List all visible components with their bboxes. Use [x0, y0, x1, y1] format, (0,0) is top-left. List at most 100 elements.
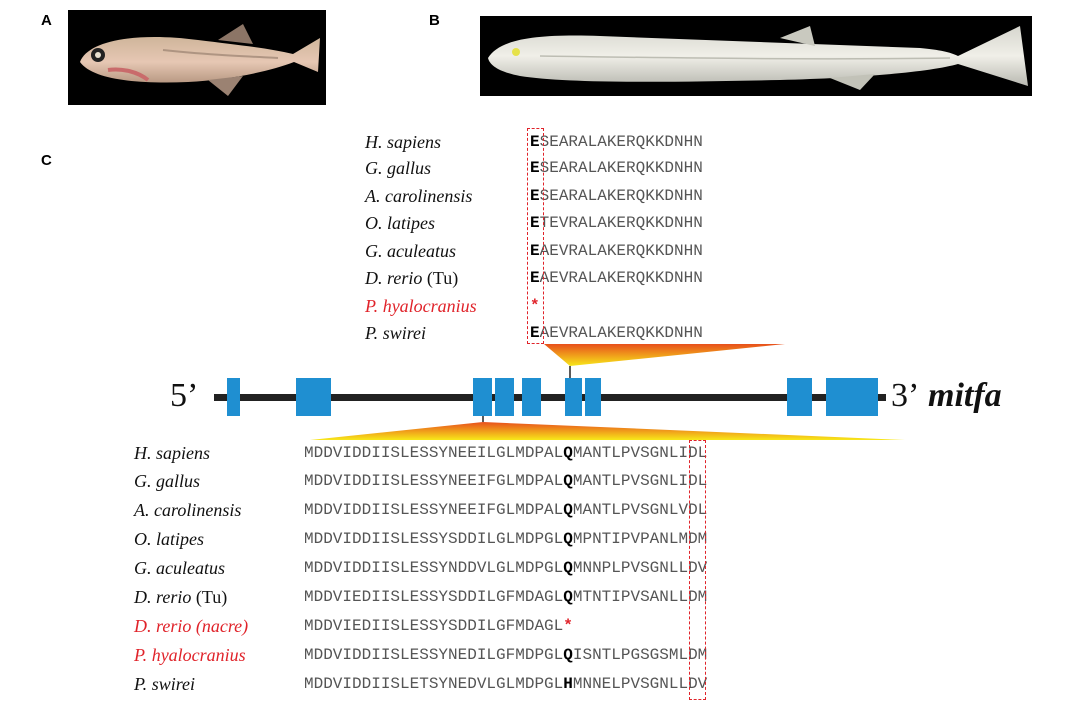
top-sequence-1: ESEARALAKERQKKDNHN: [530, 131, 703, 153]
sequence-rest: SEARALAKERQKKDNHN: [539, 133, 703, 151]
exon-7: [585, 378, 601, 416]
genus: A.: [365, 186, 381, 206]
gene-backbone: [214, 394, 886, 401]
panel-label-b: B: [429, 12, 440, 29]
stop-codon-site: *: [530, 297, 540, 315]
species: aculeatus: [156, 558, 225, 578]
conserved-site: Q: [563, 588, 573, 606]
exon-6: [565, 378, 582, 416]
sequence-rest: AEVRALAKERQKKDNHN: [539, 242, 703, 260]
top-species-4: O. latipes: [365, 212, 435, 234]
exon-9: [826, 378, 878, 416]
sequence-prefix: MDDVIDDIISLESSYNEEIFGLMDPAL: [304, 472, 564, 490]
species: gallus: [156, 471, 201, 491]
sequence-prefix: MDDVIEDIISLESSYSDDILGFMDAGL: [304, 617, 564, 635]
sequence-prefix: MDDVIDDIISLETSYNEDVLGLMDPGL: [304, 675, 564, 693]
species: aculeatus: [387, 241, 456, 261]
gene-name-label: mitfa: [928, 377, 1002, 414]
bottom-sequence-9: MDDVIDDIISLETSYNEDVLGLMDPGLHMNNELPVSGNLL…: [304, 673, 707, 695]
bottom-species-5: G. aculeatus: [134, 557, 225, 579]
three-prime-label: 3’: [891, 377, 920, 414]
sequence-suffix: MANTLPVSGNLIDL: [572, 444, 708, 462]
species: carolinensis: [385, 186, 473, 206]
species: rerio: [387, 268, 423, 288]
conserved-site: Q: [563, 501, 573, 519]
species: rerio (nacre): [156, 616, 249, 636]
exon-3: [473, 378, 492, 416]
top-species-3: A. carolinensis: [365, 185, 472, 207]
sequence-rest: TEVRALAKERQKKDNHN: [539, 214, 703, 232]
genus: P.: [134, 674, 148, 694]
bottom-sequence-4: MDDVIDDIISLESSYSDDILGLMDPGLQMPNTIPVPANLM…: [304, 528, 707, 550]
exon-2: [296, 378, 331, 416]
fish-photo-a: [68, 10, 326, 105]
genus: P.: [134, 645, 148, 665]
conserved-site: Q: [563, 530, 573, 548]
top-site-highlight-box: [527, 128, 544, 344]
sequence-prefix: MDDVIDDIISLESSYSDDILGLMDPGL: [304, 530, 564, 548]
conserved-site: E: [530, 214, 540, 232]
sequence-rest: SEARALAKERQKKDNHN: [539, 159, 703, 177]
genus: O.: [134, 529, 152, 549]
conserved-site: E: [530, 187, 540, 205]
top-species-5: G. aculeatus: [365, 240, 456, 262]
species: sapiens: [387, 132, 441, 152]
top-sequence-5: EAEVRALAKERQKKDNHN: [530, 240, 703, 262]
species: hyalocranius: [382, 296, 477, 316]
sequence-rest: AEVRALAKERQKKDNHN: [539, 269, 703, 287]
sequence-rest: AEVRALAKERQKKDNHN: [539, 324, 703, 342]
genus: G.: [365, 158, 383, 178]
bottom-species-2: G. gallus: [134, 470, 200, 492]
exon-4: [495, 378, 514, 416]
top-sequence-7: *: [530, 295, 540, 317]
fish-photo-b: [480, 16, 1032, 96]
sequence-suffix: ISNTLPGSGSMLDM: [572, 646, 708, 664]
exon-5: [522, 378, 541, 416]
top-sequence-3: ESEARALAKERQKKDNHN: [530, 185, 703, 207]
species: sapiens: [156, 443, 210, 463]
conserved-site: Q: [563, 472, 573, 490]
conserved-site: E: [530, 133, 540, 151]
conserved-site: E: [530, 159, 540, 177]
strain: (Tu): [191, 587, 228, 607]
genus: G.: [134, 558, 152, 578]
bottom-species-1: H. sapiens: [134, 442, 210, 464]
bottom-sequence-5: MDDVIDDIISLESSYNDDVLGLMDPGLQMNNPLPVSGNLL…: [304, 557, 707, 579]
bottom-species-7: D. rerio (nacre): [134, 615, 248, 637]
bottom-sequence-1: MDDVIDDIISLESSYNEEILGLMDPALQMANTLPVSGNLI…: [304, 442, 707, 464]
conserved-site: E: [530, 269, 540, 287]
bottom-species-6: D. rerio (Tu): [134, 586, 227, 608]
top-sequence-8: EAEVRALAKERQKKDNHN: [530, 322, 703, 344]
top-species-1: H. sapiens: [365, 131, 441, 153]
genus: D.: [134, 616, 152, 636]
genus: H.: [134, 443, 152, 463]
genus: D.: [365, 268, 383, 288]
sequence-suffix: MNNELPVSGNLLDV: [572, 675, 708, 693]
conserved-site: E: [530, 242, 540, 260]
bottom-zoom-wedge: [310, 422, 905, 440]
top-species-8: P. swirei: [365, 322, 426, 344]
sequence-prefix: MDDVIDDIISLESSYNEDILGFMDPGL: [304, 646, 564, 664]
sequence-suffix: MTNTIPVSANLLDM: [572, 588, 708, 606]
conserved-site: Q: [563, 559, 573, 577]
bottom-species-4: O. latipes: [134, 528, 204, 550]
bottom-sequence-7: MDDVIEDIISLESSYSDDILGFMDAGL*: [304, 615, 573, 637]
bottom-species-9: P. swirei: [134, 673, 195, 695]
bottom-species-3: A. carolinensis: [134, 499, 241, 521]
genus: G.: [365, 241, 383, 261]
genus: A.: [134, 500, 150, 520]
genus: P.: [365, 323, 379, 343]
sequence-prefix: MDDVIDDIISLESSYNEEILGLMDPAL: [304, 444, 564, 462]
sequence-suffix: MANTLPVSGNLVDL: [572, 501, 708, 519]
species: gallus: [387, 158, 432, 178]
bottom-sequence-8: MDDVIDDIISLESSYNEDILGFMDPGLQISNTLPGSGSML…: [304, 644, 707, 666]
exon-1: [227, 378, 240, 416]
bottom-sequence-3: MDDVIDDIISLESSYNEEIFGLMDPALQMANTLPVSGNLV…: [304, 499, 707, 521]
bottom-sequence-2: MDDVIDDIISLESSYNEEIFGLMDPALQMANTLPVSGNLI…: [304, 470, 707, 492]
species: carolinensis: [154, 500, 242, 520]
species: swirei: [382, 323, 427, 343]
species: latipes: [387, 213, 435, 233]
sequence-rest: SEARALAKERQKKDNHN: [539, 187, 703, 205]
sequence-prefix: MDDVIEDIISLESSYSDDILGFMDAGL: [304, 588, 564, 606]
